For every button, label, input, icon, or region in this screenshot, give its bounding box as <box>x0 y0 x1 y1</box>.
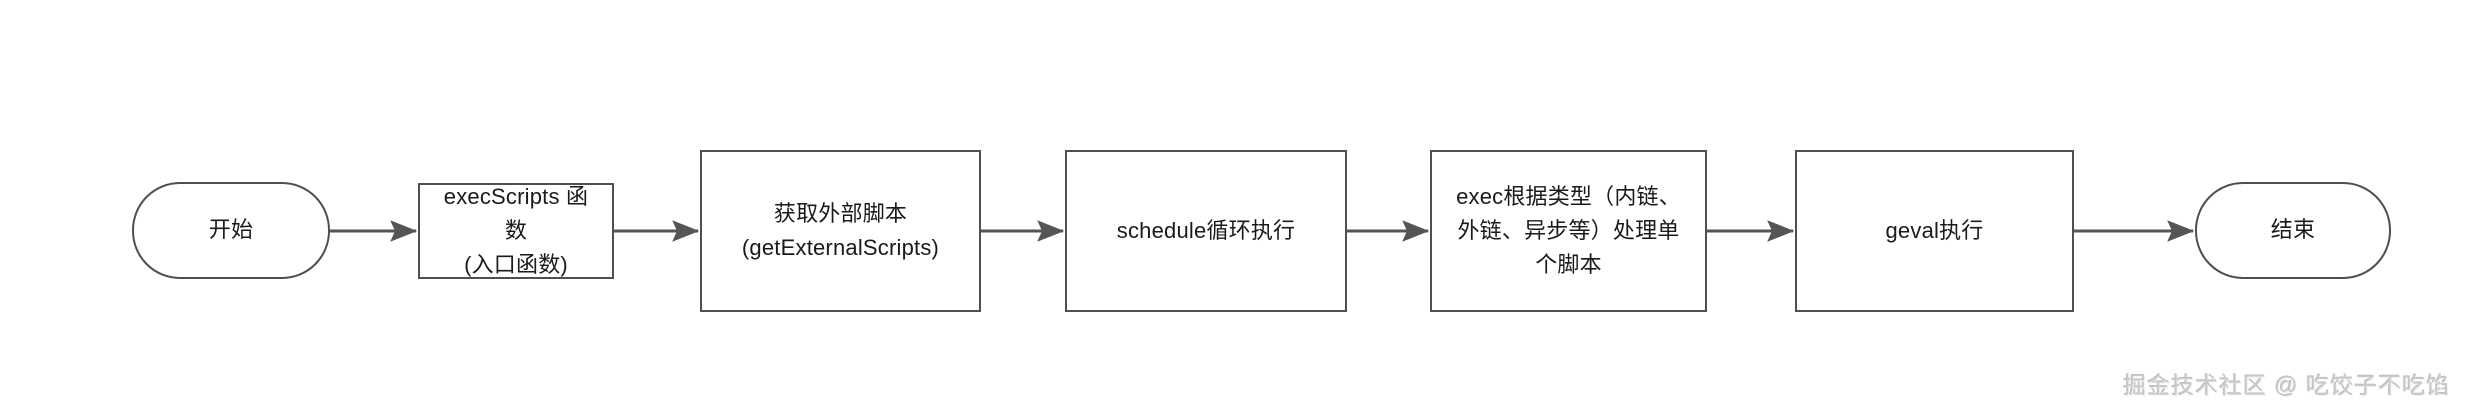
node-exec-scripts-label: execScripts 函数 (入口函数) <box>443 183 589 278</box>
node-start-label: 开始 <box>208 217 254 243</box>
node-schedule-loop[interactable]: schedule循环执行 <box>1065 150 1347 312</box>
node-start[interactable]: 开始 <box>132 182 330 279</box>
node-end-label: 结束 <box>2270 217 2316 243</box>
node-get-external-scripts-label: 获取外部脚本 (getExternalScripts) <box>741 200 940 260</box>
node-geval[interactable]: geval执行 <box>1795 150 2074 312</box>
node-geval-label: geval执行 <box>1885 217 1984 243</box>
watermark: 掘金技术社区 @ 吃饺子不吃馅 <box>2122 372 2450 398</box>
node-exec-by-type[interactable]: exec根据类型（内链、外链、异步等）处理单个脚本 <box>1430 150 1707 312</box>
node-exec-by-type-label: exec根据类型（内链、外链、异步等）处理单个脚本 <box>1456 183 1681 278</box>
node-schedule-loop-label: schedule循环执行 <box>1116 217 1296 243</box>
node-exec-scripts[interactable]: execScripts 函数 (入口函数) <box>418 183 614 279</box>
node-get-external-scripts[interactable]: 获取外部脚本 (getExternalScripts) <box>700 150 981 312</box>
node-end[interactable]: 结束 <box>2195 182 2391 279</box>
